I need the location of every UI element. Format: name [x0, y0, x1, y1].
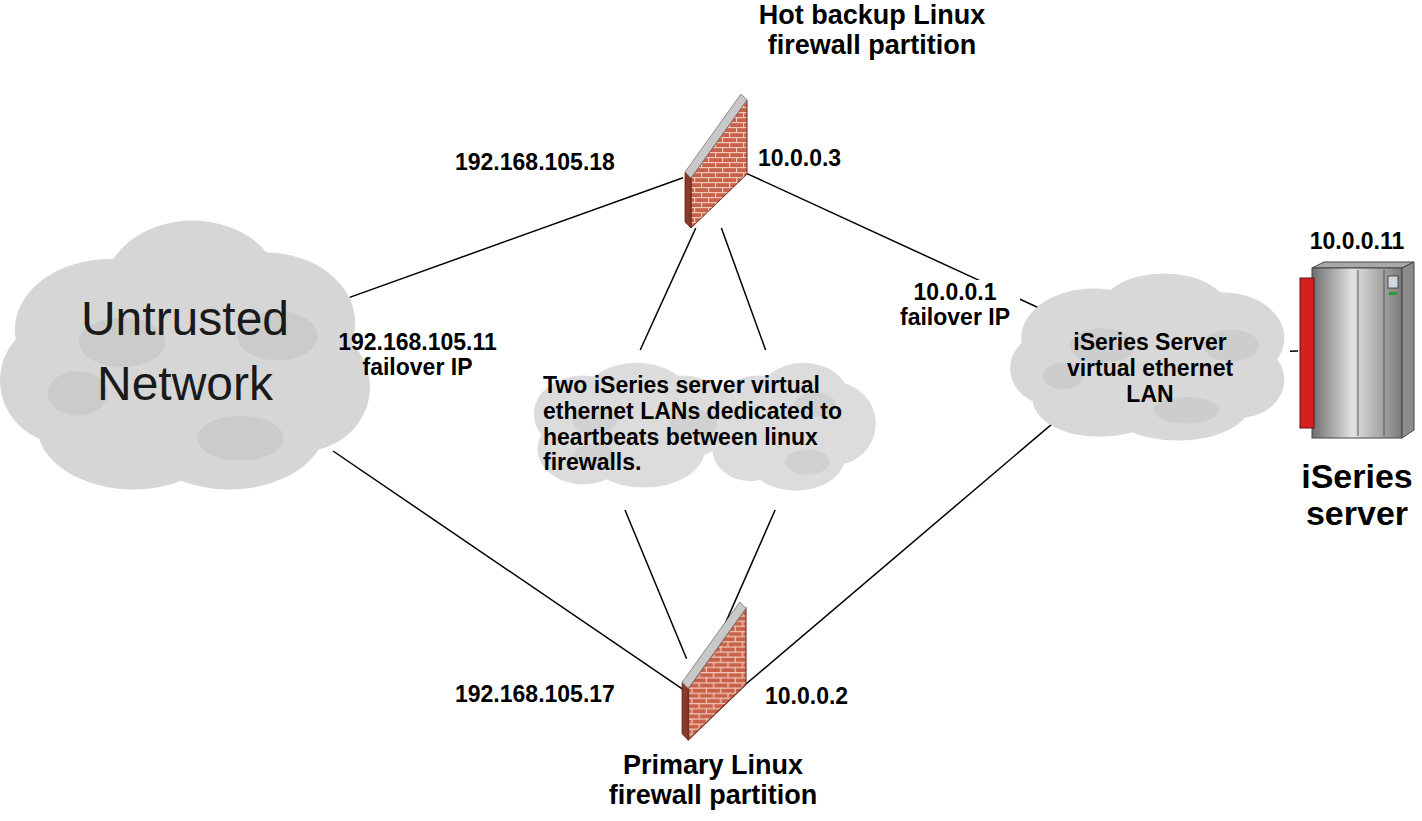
- node-label: Untrusted Network: [65, 287, 305, 417]
- node-label: iSeries server: [1296, 458, 1418, 531]
- firewall-node: Primary Linux firewall partition: [680, 600, 746, 740]
- link-line: [640, 228, 696, 350]
- link-line: [720, 510, 776, 636]
- network-link: [350, 178, 683, 298]
- network-link: [333, 451, 683, 690]
- server-icon: [1298, 262, 1416, 440]
- network-link: [720, 510, 776, 636]
- network-link: [746, 422, 1055, 684]
- node-label: Hot backup Linux firewall partition: [732, 0, 1012, 60]
- network-link: [640, 228, 696, 350]
- network-link: [1290, 351, 1298, 352]
- cloud-shape: [0, 195, 370, 515]
- link-line: [350, 178, 683, 298]
- link-line: [1290, 350, 1298, 352]
- link-line: [721, 228, 765, 350]
- firewall-node: Hot backup Linux firewall partition: [683, 92, 747, 228]
- network-cloud: Untrusted Network: [0, 195, 370, 515]
- node-label: Primary Linux firewall partition: [573, 750, 853, 810]
- link-line: [746, 422, 1055, 684]
- node-label: 10.0.0.11: [1298, 229, 1416, 255]
- server-node: 10.0.0.11iSeries server: [1298, 262, 1416, 440]
- heartbeat-lan-cloud: Two iSeries server virtual ethernet LANs…: [530, 350, 910, 510]
- virtual-lan-cloud: iSeries Server virtual ethernet LAN: [1010, 262, 1290, 452]
- link-line: [625, 510, 687, 659]
- link-line: [333, 451, 683, 690]
- firewall-icon: [680, 600, 746, 740]
- ip-address-label: 10.0.0.1 failover IP: [890, 280, 1020, 331]
- firewall-icon: [683, 92, 747, 228]
- ip-address-label: 192.168.105.18: [455, 150, 615, 175]
- node-label: Two iSeries server virtual ethernet LANs…: [543, 373, 908, 476]
- network-link: [721, 228, 765, 350]
- node-label: iSeries Server virtual ethernet LAN: [1050, 330, 1250, 407]
- ip-address-label: 10.0.0.3: [758, 146, 841, 171]
- ip-address-label: 10.0.0.2: [765, 684, 848, 709]
- ip-address-label: 192.168.105.17: [455, 682, 615, 707]
- network-link: [625, 510, 687, 659]
- ip-address-label: 192.168.105.11 failover IP: [330, 330, 505, 381]
